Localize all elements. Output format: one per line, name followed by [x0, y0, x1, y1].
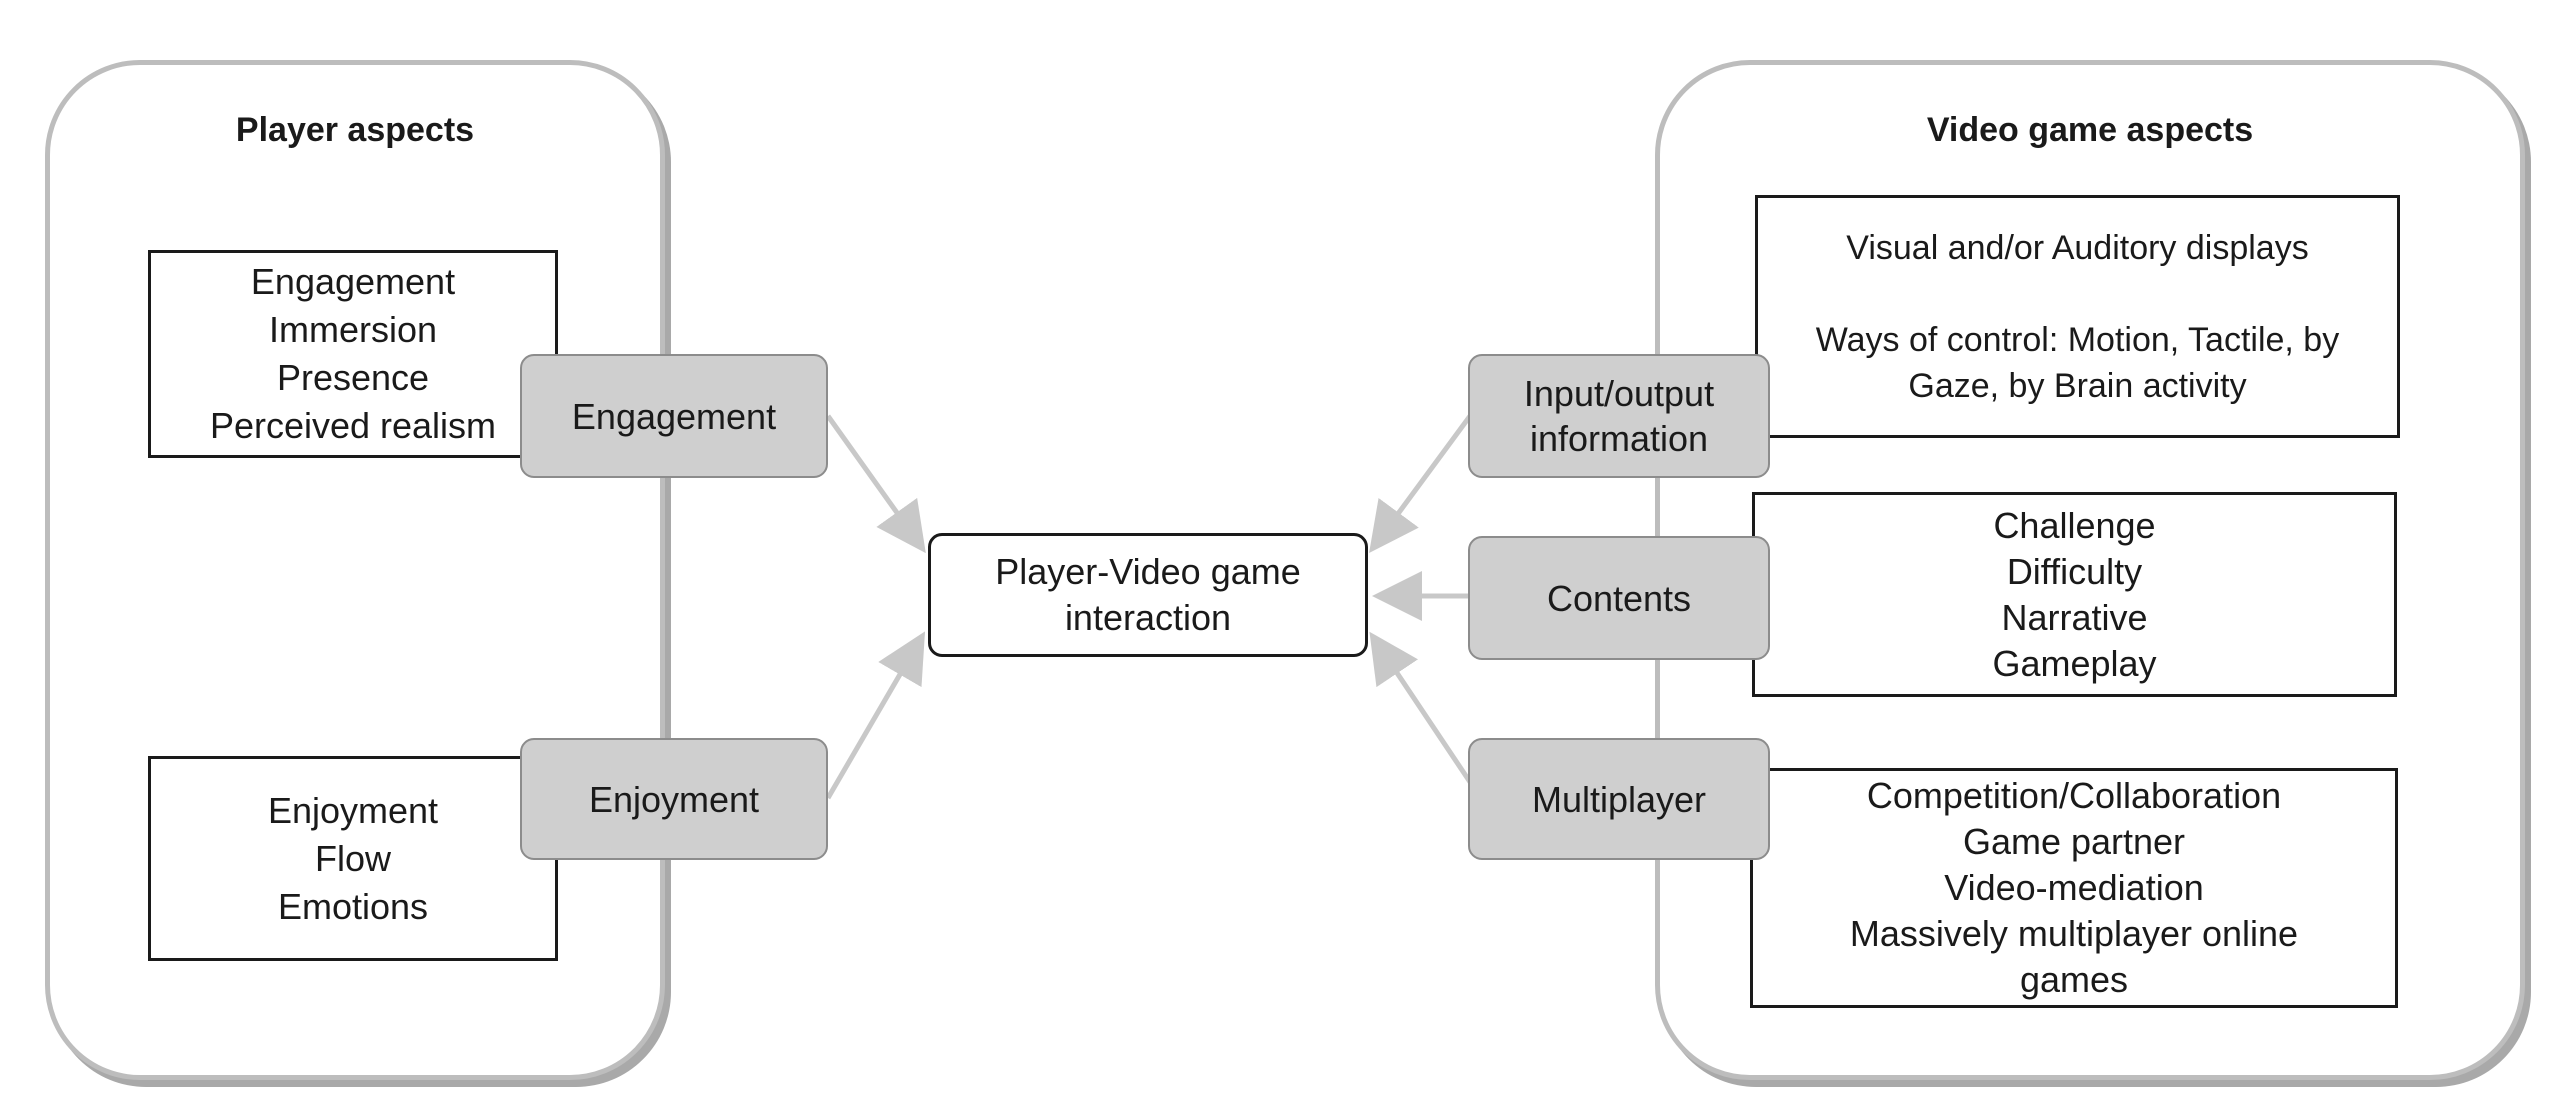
flow-concept: Flow [314, 837, 391, 879]
narrative-concept: Narrative [2001, 596, 2148, 638]
enjoyment-concepts-box: Enjoyment Flow Emotions [148, 756, 558, 961]
engagement-concept: Engagement [250, 261, 456, 302]
input-output-tag: Input/output information [1468, 354, 1770, 478]
center-node-line1: Player-Video game [995, 551, 1301, 592]
engagement-tag: Engagement [520, 354, 828, 478]
input-output-tag-line1: Input/output [1523, 373, 1715, 414]
gameplay-concept: Gameplay [1992, 642, 2157, 684]
engagement-concepts-box: Engagement Immersion Presence Perceived … [148, 250, 558, 458]
input-output-tag-line2: information [1529, 418, 1709, 459]
controls-concept-line1: Ways of control: Motion, Tactile, by [1815, 320, 2340, 359]
displays-concept: Visual and/or Auditory displays [1846, 228, 2309, 267]
mmo-concept-line2: games [2019, 959, 2129, 1000]
challenge-concept: Challenge [1993, 504, 2156, 546]
multiplayer-concepts-box: Competition/Collaboration Game partner V… [1750, 768, 2398, 1008]
video-mediation-concept: Video-mediation [1944, 867, 2204, 908]
video-game-aspects-title: Video game aspects [1926, 111, 2254, 149]
controls-concept-line2: Gaze, by Brain activity [1908, 366, 2247, 405]
arrow-io [1369, 414, 1473, 554]
emotions-concept: Emotions [277, 885, 429, 927]
enjoyment-concept: Enjoyment [267, 789, 439, 831]
enjoyment-tag: Enjoyment [520, 738, 828, 860]
io-concepts-box: Visual and/or Auditory displays Ways of … [1755, 195, 2400, 438]
perceived-realism-concept: Perceived realism [209, 405, 497, 446]
immersion-concept: Immersion [268, 309, 438, 350]
presence-concept: Presence [276, 357, 430, 398]
mmo-concept-line1: Massively multiplayer online [1849, 913, 2299, 954]
game-partner-concept: Game partner [1962, 821, 2186, 862]
arrow-multiplayer [1369, 631, 1473, 784]
arrow-enjoyment [825, 631, 926, 800]
multiplayer-tag: Multiplayer [1468, 738, 1770, 860]
player-aspects-title: Player aspects [235, 111, 475, 149]
competition-concept: Competition/Collaboration [1866, 775, 2282, 816]
arrow-engagement [825, 414, 926, 554]
contents-concepts-box: Challenge Difficulty Narrative Gameplay [1752, 492, 2397, 697]
center-node-line2: interaction [1064, 597, 1232, 638]
player-video-game-interaction-node: Player-Video game interaction [928, 533, 1368, 657]
difficulty-concept: Difficulty [2006, 550, 2143, 592]
contents-tag: Contents [1468, 536, 1770, 660]
